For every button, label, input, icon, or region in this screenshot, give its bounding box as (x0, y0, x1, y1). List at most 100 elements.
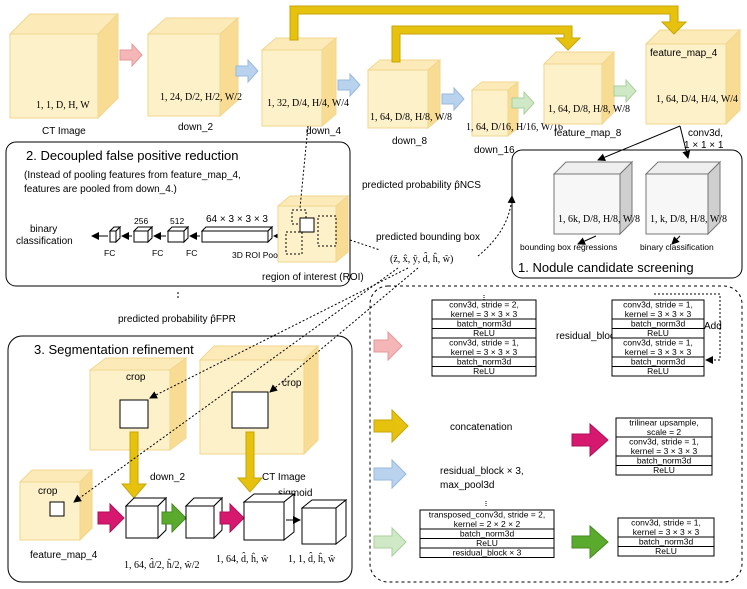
dashed-link (477, 195, 516, 257)
layer-text: ReLU (473, 366, 495, 376)
blue-arrow (235, 58, 259, 84)
layer-text: scale = 2 (647, 427, 682, 437)
box2-dims: 1, k, D/8, H/8, W/8 (650, 214, 727, 225)
fm4-cube: feature_map_4 1, 64, D/4, H/4, W/4 (644, 28, 742, 126)
dashed-link (73, 267, 399, 503)
down4-label: down_4 (306, 126, 341, 137)
green-light-arrow-block: transposed_conv3d, stride = 2,kernel = 2… (419, 509, 555, 558)
binary-label-1: binary (30, 224, 57, 235)
ct-image-label: CT Image (42, 126, 86, 137)
yellow-arrow (236, 431, 264, 493)
fc-256-block (132, 225, 154, 244)
magenta-arrow (571, 422, 609, 458)
layer-text: conv3d, stride = 1, (629, 437, 699, 447)
layer-box (617, 546, 715, 557)
layer-text: conv3d, stride = 1, (449, 338, 519, 348)
down2-dims: 1, 24, D/2, H/2, W/2 (160, 92, 242, 103)
layer-text: kernel = 3 × 3 × 3 (451, 347, 518, 357)
layer-text: conv3d, stride = 1, (631, 518, 701, 528)
panel2-note-2: features are pooled from down_4.) (24, 184, 177, 195)
magenta-arrow (97, 502, 125, 534)
box2-label: binary classification (640, 242, 714, 252)
panel3-title: 3. Segmentation refinement (34, 342, 194, 357)
pred-box-tuple: (ẑ, x̂, ŷ, d̂, ĥ, ŵ) (390, 252, 453, 265)
green-light-arrow (511, 90, 535, 116)
layer-box (419, 547, 555, 558)
down2-label-seg: down_2 (150, 472, 185, 483)
conv-label-1: conv3d, (688, 128, 723, 139)
pred-fpr-label: predicted probability p̂FPR (118, 313, 236, 325)
blue-label-1: residual_block × 3, (440, 466, 524, 477)
panel2-note-1: (Instead of pooling features from featur… (24, 170, 241, 181)
layer-text: kernel = 3 × 3 × 3 (625, 309, 692, 319)
panel-segmentation (7, 335, 353, 583)
ct-crop-cube: crop (198, 344, 320, 456)
down4-dims: 1, 32, D/4, H/4, W/4 (267, 98, 349, 109)
dashed-link (299, 125, 309, 209)
down8-label: down_8 (392, 136, 427, 147)
layer-text: batch_norm3d (457, 319, 512, 329)
layer-text: kernel = 3 × 3 × 3 (625, 347, 692, 357)
seg-cube-1 (124, 496, 168, 540)
green-arrow (161, 502, 187, 534)
conv-label-2: 1 × 1 × 1 (684, 140, 724, 151)
layer-text: ReLU (647, 328, 669, 338)
seg-dims-2: 1, 64, d̂, ĥ, ŵ (216, 552, 269, 565)
blue-arrow (441, 86, 465, 112)
magenta-arrow (219, 502, 245, 534)
layer-text: kernel = 3 × 3 × 3 (631, 446, 698, 456)
seg-dims-1: 1, 64, d̂/2, ĥ/2, ŵ/2 (124, 558, 200, 571)
down4-cube: 1, 32, D/4, H/4, W/4 (260, 36, 349, 128)
fc-label: FC (186, 248, 197, 258)
down8-cube: 1, 64, D/8, H/8, W/8 (366, 58, 452, 130)
bbox-regression-cube: 1, 6k, D/8, H/8, W/8 (552, 160, 640, 236)
layer-text: batch_norm3d (639, 537, 694, 547)
layer-text: transposed_conv3d, stride = 2, (429, 510, 545, 520)
layer-text: kernel = 2 × 2 × 2 (454, 519, 521, 529)
pred-ncs-label: predicted probability p̂NCS (362, 179, 481, 191)
layer-text: kernel = 3 × 3 × 3 (633, 527, 700, 537)
skip-add-link (654, 293, 721, 364)
ct-image-cube: 1, 1, D, H, W (8, 12, 120, 120)
layer-text: batch_norm3d (631, 357, 686, 367)
layer-text: batch_norm3d (460, 529, 515, 539)
fm4-label-seg: feature_map_4 (30, 550, 98, 561)
seg-dims-3: 1, 1, d̂, ĥ, ŵ (288, 552, 336, 565)
ct-image-dims: 1, 1, D, H, W (36, 100, 90, 111)
fc-512-block (166, 225, 190, 244)
layer-text: ReLU (473, 328, 495, 338)
yellow-arrow (120, 431, 148, 499)
layer-text: batch_norm3d (637, 456, 692, 466)
residual-block-label: residual_block (556, 331, 621, 342)
seg-cube-3 (242, 492, 296, 542)
blue-label-2: max_pool3d (440, 480, 494, 491)
layer-text: conv3d, stride = 1, (623, 300, 693, 310)
fc-label: FC (104, 248, 115, 258)
seg-output-cube (300, 498, 348, 546)
layer-text: conv3d, stride = 2, (449, 300, 519, 310)
down16-dims: 1, 64, D/16, H/16, W/16 (466, 122, 563, 133)
panel2-title: 2. Decoupled false positive reduction (26, 148, 238, 163)
down2-crop-cube: crop (88, 357, 188, 451)
pool-feature-block (200, 225, 274, 244)
down16-cube: 1, 64, D/16, H/16, W/16 (466, 80, 563, 138)
layer-text: ReLU (647, 366, 669, 376)
green-light-arrow (613, 78, 637, 104)
fc-512-size: 512 (170, 216, 184, 226)
down16-label: down_16 (474, 145, 515, 156)
fc-block (108, 225, 122, 244)
fm8-cube: 1, 64, D/8, H/8, W/8 (542, 50, 630, 126)
layer-text: kernel = 3 × 3 × 3 (451, 309, 518, 319)
roi-pool-label: 3D ROI Pool (232, 250, 280, 260)
fm8-dims: 1, 64, D/8, H/8, W/8 (548, 104, 630, 115)
crop-label: crop (126, 372, 146, 383)
crop-label: crop (282, 378, 302, 389)
roi-cube (276, 194, 350, 264)
yellow-arrow (373, 408, 409, 444)
green-light-arrow (373, 526, 407, 558)
residual-block: conv3d, stride = 1,kernel = 3 × 3 × 3bat… (611, 299, 705, 377)
box1-label: bounding box regressions (520, 242, 617, 252)
layer-text: residual_block × 3 (453, 548, 522, 558)
concat-label: concatenation (450, 422, 512, 433)
ct-image-label-seg: CT Image (262, 472, 306, 483)
